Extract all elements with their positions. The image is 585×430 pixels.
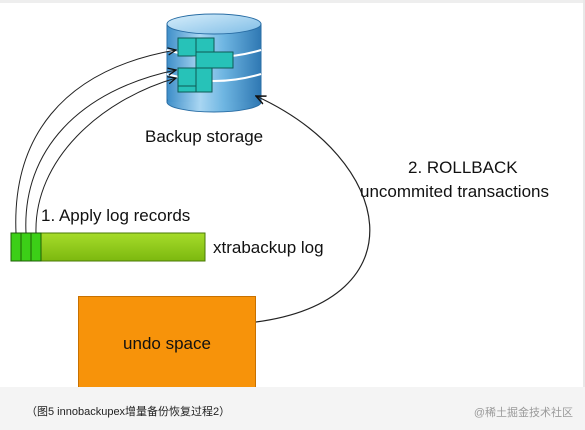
apply-arrows — [15, 50, 176, 234]
apply-log-label: 1. Apply log records — [41, 206, 191, 225]
undo-space-label: undo space — [123, 333, 211, 353]
right-border — [583, 0, 585, 387]
backup-storage-label: Backup storage — [145, 127, 264, 146]
caption-bar — [0, 387, 585, 430]
undo-space-box: undo space — [78, 296, 256, 391]
rollback-label: 2. ROLLBACK — [408, 158, 518, 177]
xtrabackup-log-bar — [10, 232, 206, 262]
watermark: @稀土掘金技术社区 — [473, 407, 573, 419]
top-border — [0, 0, 585, 3]
xtrabackup-log-label: xtrabackup log — [213, 238, 324, 257]
data-blocks — [177, 37, 234, 93]
rollback-arrow — [256, 96, 371, 323]
uncommitted-transactions-label: uncommited transactions — [360, 182, 549, 201]
figure-caption: （图5 innobackupex增量备份恢复过程2） — [26, 406, 231, 418]
